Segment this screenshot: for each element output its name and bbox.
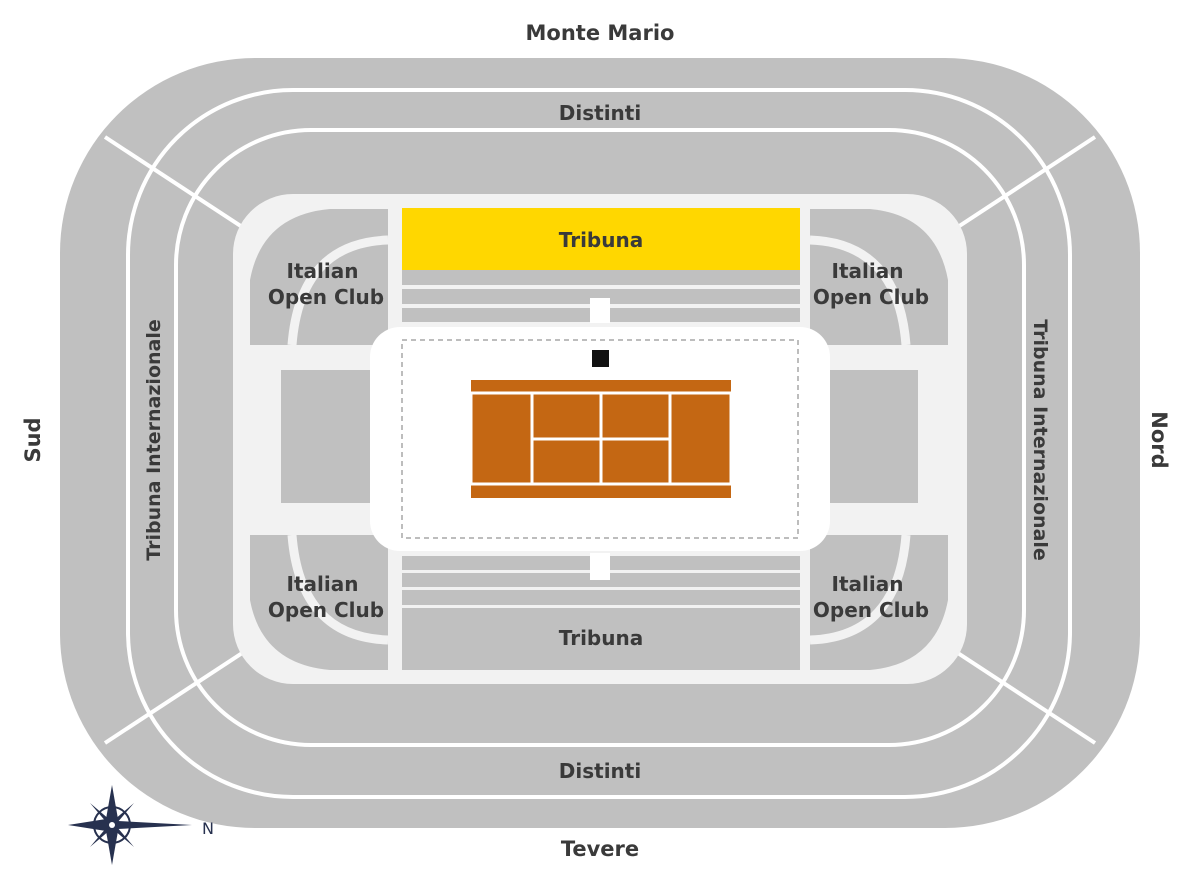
label-tribuna-top: Tribuna: [559, 228, 643, 252]
compass-point-ne: [112, 803, 134, 825]
label-club-bottom-left: Italian Open Club: [268, 572, 384, 622]
tribuna-top-row-1[interactable]: [402, 270, 800, 285]
label-tevere: Tevere: [561, 837, 639, 861]
compass-point-east: [112, 821, 192, 829]
tribuna-top-section[interactable]: [402, 208, 800, 270]
ring-divider-bottom-left: [103, 638, 264, 745]
label-club-bottom-right-line1: Italian: [832, 572, 904, 596]
label-club-top-right-line1: Italian: [832, 259, 904, 283]
tribuna-bottom-stair: [590, 553, 610, 580]
tribuna-bottom-section[interactable]: [402, 608, 800, 670]
label-tribuna-bottom: Tribuna: [559, 626, 643, 650]
club-top-right-aisle: [809, 235, 911, 346]
club-corner-bottom-right[interactable]: [809, 534, 948, 670]
ring-divider-top-left: [103, 135, 264, 242]
middle-ring-inner-stroke: [174, 128, 1026, 747]
club-corner-top-right[interactable]: [809, 209, 948, 346]
umpire-chair-icon: [590, 348, 611, 369]
compass-center: [109, 822, 115, 828]
label-tribuna-internazionale-left: Tribuna Internazionale: [143, 319, 165, 561]
compass-north-label: N: [202, 819, 214, 838]
tribuna-top-stair: [590, 298, 610, 323]
label-distinti-north: Distinti: [559, 101, 641, 125]
compass-rose-icon: [68, 785, 192, 865]
tribuna-bottom-rows: [402, 553, 800, 605]
compass-point-west: [68, 819, 112, 831]
side-block-left[interactable]: [281, 370, 372, 503]
label-sud: Sud: [21, 417, 45, 462]
label-monte-mario: Monte Mario: [526, 21, 675, 45]
club-bottom-right-aisle: [809, 534, 911, 645]
label-club-bottom-left-line2: Open Club: [268, 598, 384, 622]
label-tribuna-internazionale-right: Tribuna Internazionale: [1029, 319, 1051, 561]
side-block-right[interactable]: [829, 370, 918, 503]
label-club-bottom-right: Italian Open Club: [813, 572, 929, 622]
club-corner-bottom-left[interactable]: [250, 534, 389, 670]
compass-point-sw: [90, 825, 112, 847]
label-club-top-left-line1: Italian: [287, 259, 359, 283]
tribuna-bottom-row-3[interactable]: [402, 590, 800, 605]
club-corner-top-left[interactable]: [250, 209, 389, 346]
label-club-top-right: Italian Open Club: [813, 259, 929, 309]
compass-point-north: [106, 785, 118, 825]
compass-point-se: [112, 825, 134, 847]
tennis-court: [469, 380, 733, 498]
label-club-bottom-right-line2: Open Club: [813, 598, 929, 622]
ring-divider-top-right: [936, 135, 1097, 242]
court-boundary-dashed: [401, 339, 799, 539]
label-club-bottom-left-line1: Italian: [287, 572, 359, 596]
outer-ring-inner-stroke: [126, 88, 1072, 799]
ring-divider-bottom-right: [936, 638, 1097, 745]
label-club-top-left-line2: Open Club: [268, 285, 384, 309]
label-club-top-right-line2: Open Club: [813, 285, 929, 309]
compass-point-nw: [90, 803, 112, 825]
compass-point-south: [106, 825, 118, 865]
club-bottom-left-aisle: [287, 534, 389, 645]
tribuna-top-rows: [402, 270, 800, 323]
label-club-top-left: Italian Open Club: [268, 259, 384, 309]
label-nord: Nord: [1147, 411, 1171, 468]
label-distinti-south: Distinti: [559, 759, 641, 783]
club-top-left-aisle: [287, 235, 389, 346]
tribuna-top-row-2[interactable]: [402, 289, 800, 304]
